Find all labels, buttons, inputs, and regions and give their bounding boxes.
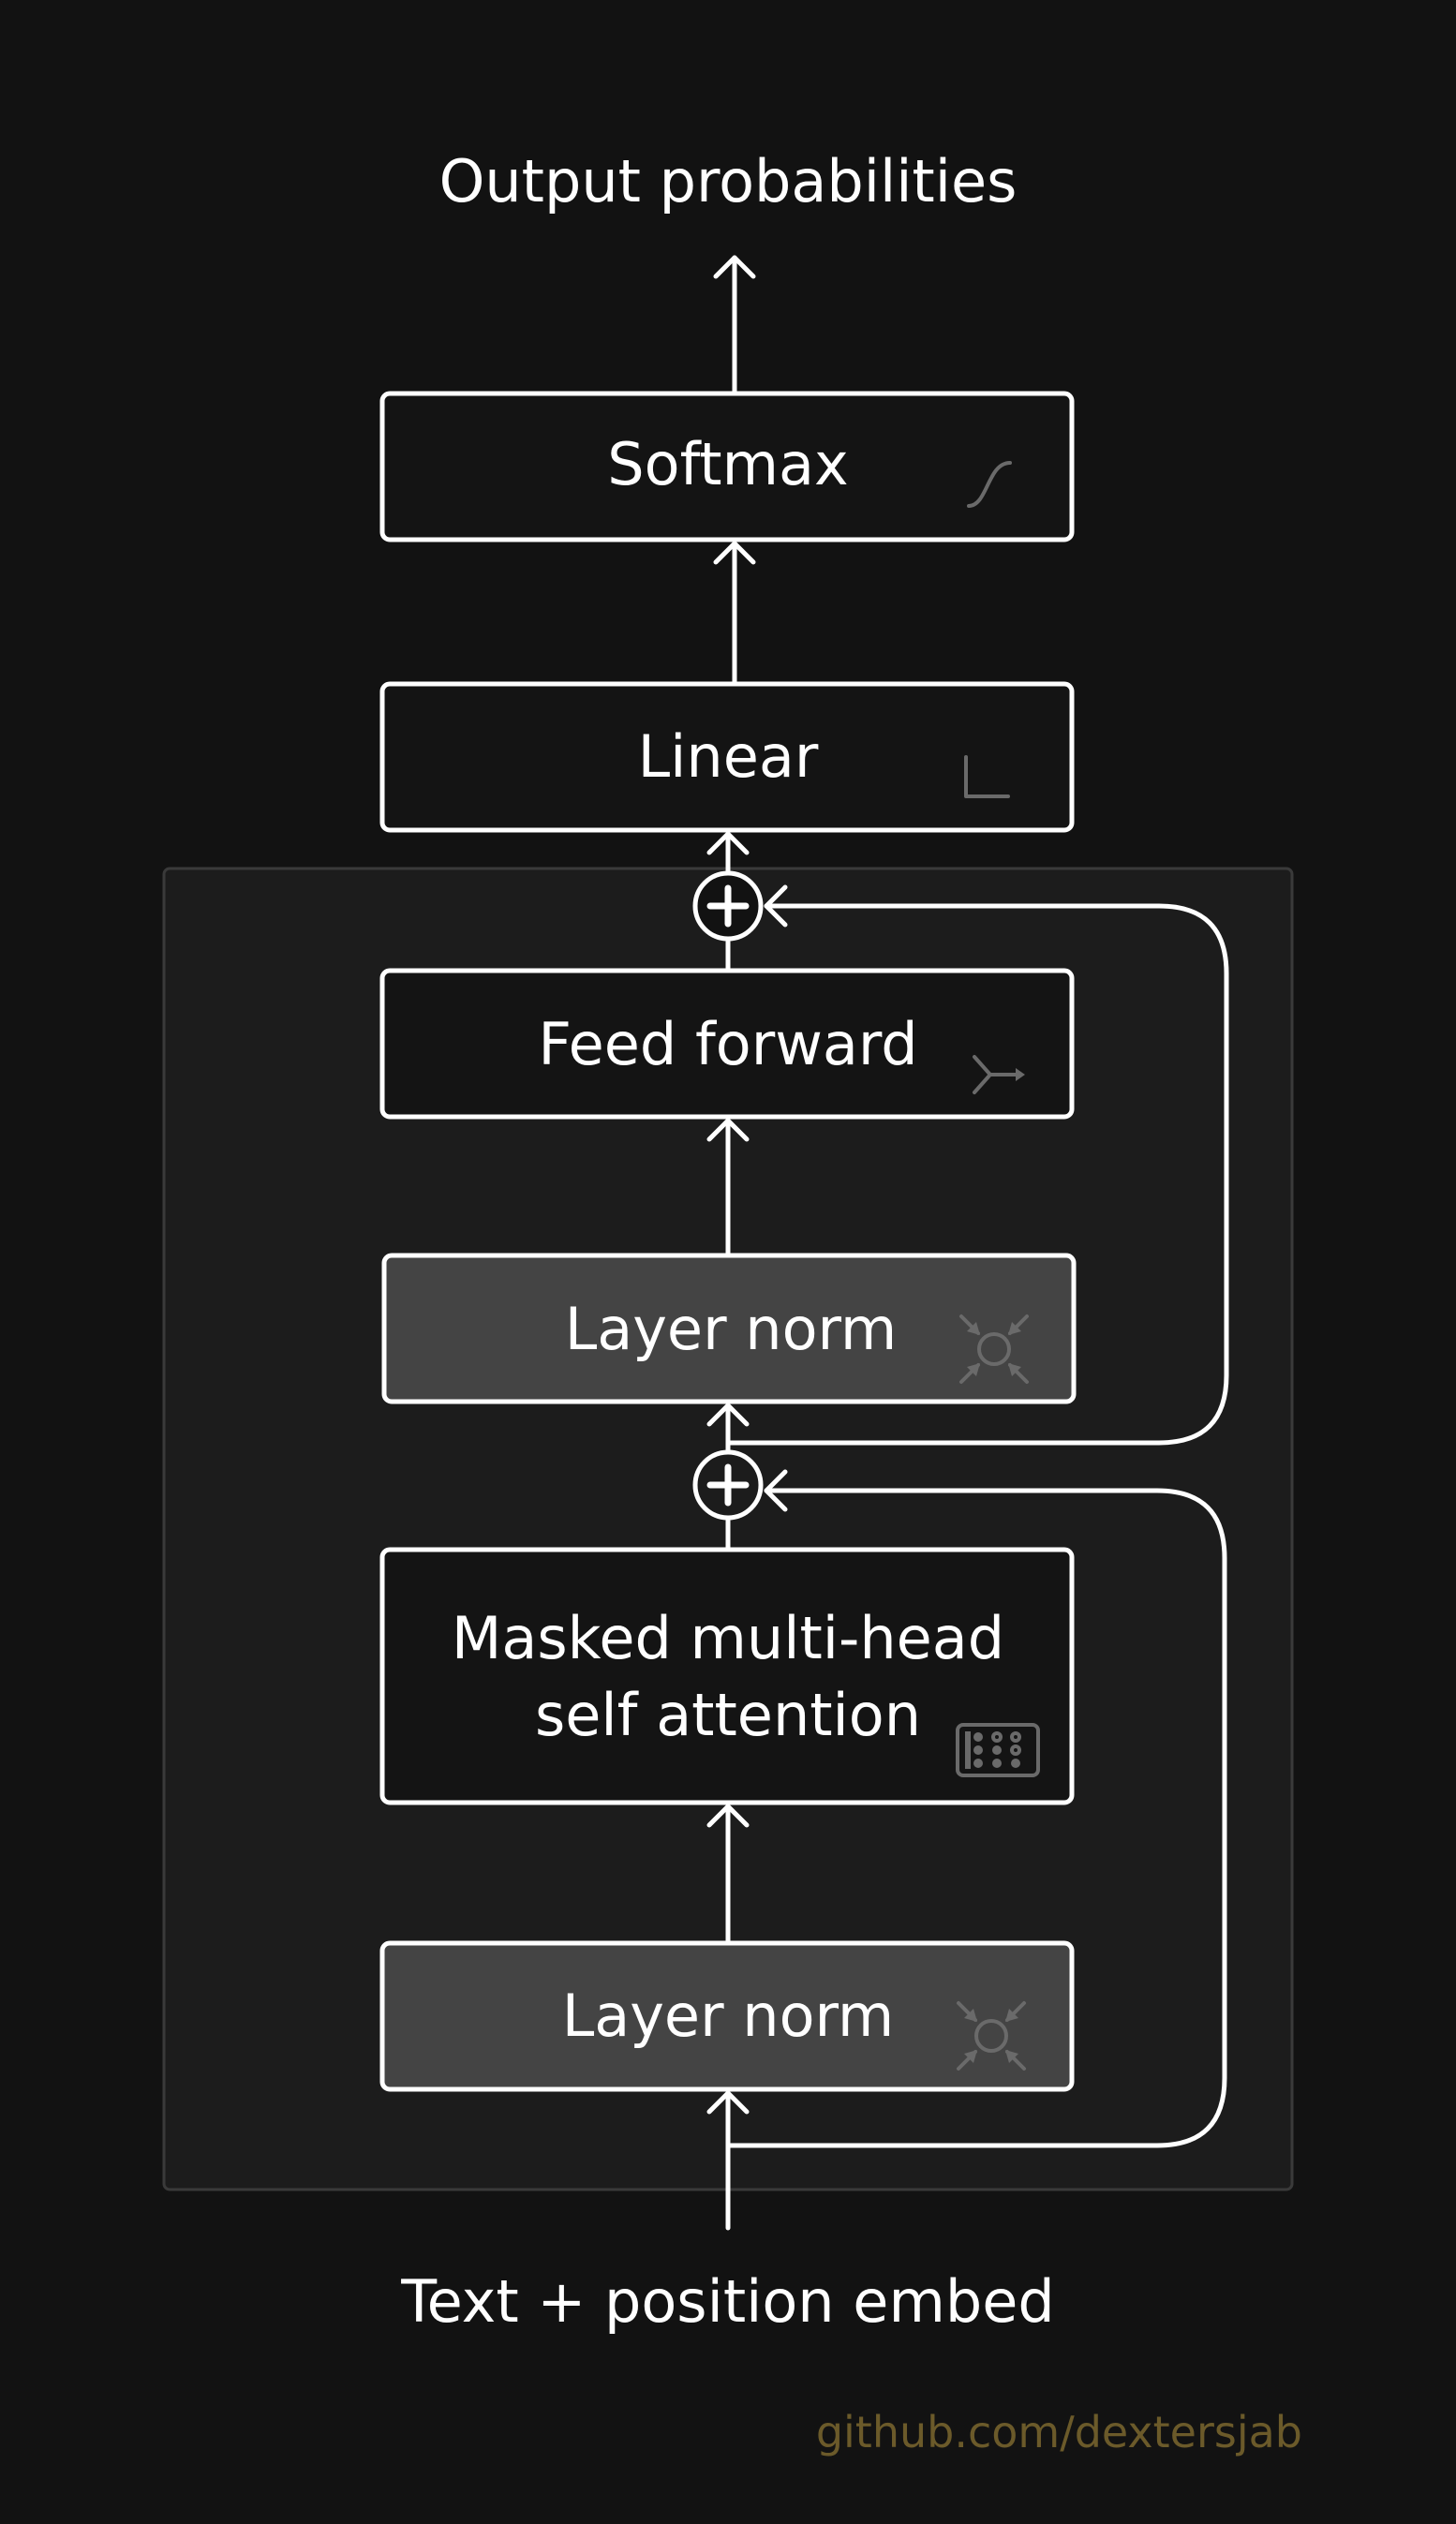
arrowhead-output xyxy=(713,255,756,279)
layer-norm-bottom-label: Layer norm xyxy=(562,1982,895,2050)
arrowhead-norm-bottom xyxy=(706,2090,750,2115)
residual-path-bottom xyxy=(725,1488,1227,2148)
linear-axes-icon xyxy=(964,755,1010,798)
softmax-block: Softmax xyxy=(379,391,1075,542)
attention-matrix-icon xyxy=(956,1723,1040,1777)
attention-label-line2: self attention xyxy=(535,1681,921,1749)
layer-norm-bottom-block: Layer norm xyxy=(379,1940,1075,2092)
arrowhead-attn xyxy=(706,1804,750,1828)
attention-block: Masked multi-head self attention xyxy=(379,1547,1075,1805)
arrowhead-residual-top xyxy=(764,884,788,928)
residual-add-top xyxy=(692,870,764,942)
sigmoid-icon xyxy=(967,461,1012,508)
output-label: Output probabilities xyxy=(439,147,1018,215)
linear-block: Linear xyxy=(379,681,1075,833)
attention-label-line1: Masked multi-head xyxy=(452,1604,1004,1672)
softmax-label: Softmax xyxy=(607,430,848,498)
layer-norm-top-label: Layer norm xyxy=(565,1295,898,1363)
feed-forward-icon xyxy=(973,1055,1025,1094)
arrowhead-linear xyxy=(706,831,750,855)
normalize-icon xyxy=(957,2001,1026,2071)
layer-norm-top-block: Layer norm xyxy=(381,1253,1077,1404)
residual-add-bottom xyxy=(692,1449,764,1521)
arrowhead-ff xyxy=(706,1118,750,1142)
arrowhead-residual-bottom xyxy=(764,1469,788,1512)
residual-path-top xyxy=(725,903,1229,1446)
feed-forward-block: Feed forward xyxy=(379,968,1075,1120)
feed-forward-label: Feed forward xyxy=(538,1010,917,1078)
normalize-icon xyxy=(959,1314,1029,1384)
input-label: Text + position embed xyxy=(400,2267,1054,2336)
credit-text: github.com/dextersjab xyxy=(816,2407,1302,2457)
arrowhead-norm-top xyxy=(706,1403,750,1427)
arrowhead-softmax xyxy=(713,541,756,565)
linear-label: Linear xyxy=(638,722,819,791)
